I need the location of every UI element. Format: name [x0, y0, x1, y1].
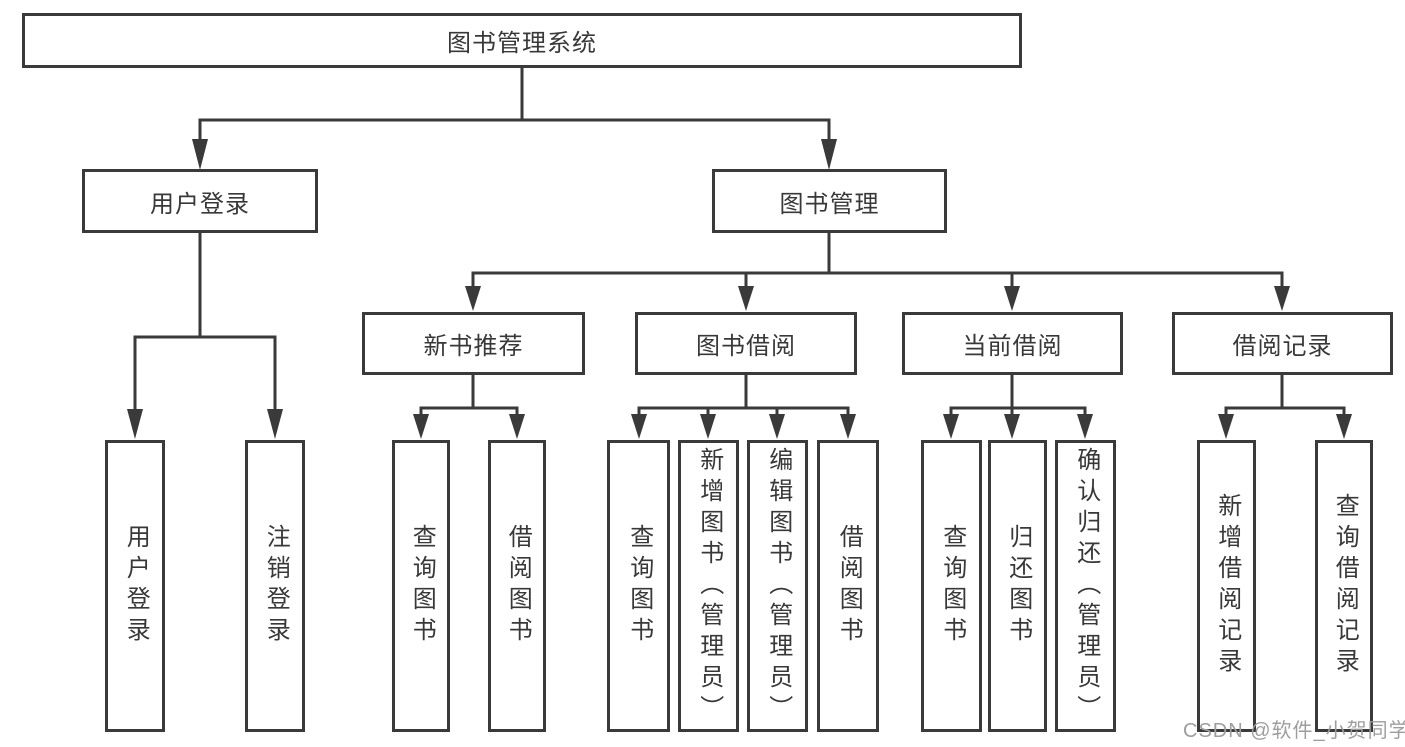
leaf-confirm-return-admin-label: 确认归还（管理员）: [1072, 446, 1100, 726]
leaf-add-books-admin: 新增图书（管理员）: [678, 440, 739, 732]
node-new-book-recommend: 新书推荐: [362, 312, 585, 375]
leaf-query-books-current-label: 查询图书: [938, 524, 966, 648]
leaf-borrow-books-recommend: 借阅图书: [488, 440, 546, 732]
node-root-system: 图书管理系统: [22, 13, 1022, 68]
node-book-management: 图书管理: [712, 169, 947, 233]
leaf-return-books-label: 归还图书: [1004, 524, 1032, 648]
leaf-query-books-borrow: 查询图书: [607, 440, 670, 732]
leaf-query-books-recommend: 查询图书: [392, 440, 450, 732]
leaf-logout: 注销登录: [245, 440, 305, 732]
csdn-watermark: CSDN @软件_小贺同学: [1183, 720, 1405, 742]
leaf-logout-label: 注销登录: [262, 524, 290, 648]
leaf-query-borrow-record-label: 查询借阅记录: [1331, 493, 1359, 679]
leaf-query-books-current: 查询图书: [921, 440, 982, 732]
leaf-query-books-recommend-label: 查询图书: [408, 524, 436, 648]
leaf-add-borrow-record: 新增借阅记录: [1197, 440, 1256, 732]
node-current-borrow: 当前借阅: [902, 312, 1123, 375]
leaf-user-login-label: 用户登录: [122, 524, 150, 648]
leaf-borrow-books: 借阅图书: [817, 440, 879, 732]
node-book-borrow: 图书借阅: [635, 312, 857, 375]
leaf-borrow-books-recommend-label: 借阅图书: [504, 524, 532, 648]
leaf-add-borrow-record-label: 新增借阅记录: [1213, 493, 1241, 679]
leaf-user-login: 用户登录: [105, 440, 165, 732]
leaf-borrow-books-label: 借阅图书: [835, 524, 863, 648]
node-borrow-records: 借阅记录: [1172, 312, 1393, 375]
leaf-return-books: 归还图书: [988, 440, 1047, 732]
leaf-edit-books-admin-label: 编辑图书（管理员）: [764, 446, 792, 726]
leaf-confirm-return-admin: 确认归还（管理员）: [1055, 440, 1116, 732]
leaf-query-borrow-record: 查询借阅记录: [1315, 440, 1373, 732]
leaf-edit-books-admin: 编辑图书（管理员）: [747, 440, 808, 732]
leaf-add-books-admin-label: 新增图书（管理员）: [695, 446, 723, 726]
node-user-login: 用户登录: [82, 169, 318, 233]
leaf-query-books-borrow-label: 查询图书: [625, 524, 653, 648]
